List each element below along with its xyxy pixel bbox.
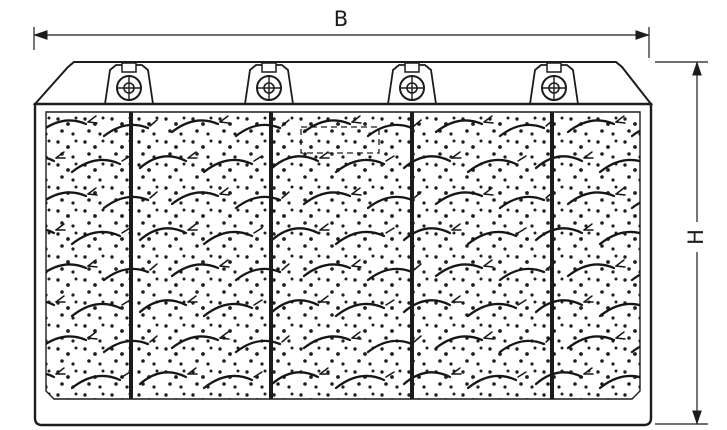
body-texture-panel	[45, 111, 641, 400]
cell-divider	[269, 112, 273, 399]
battery-body-outline	[33, 102, 653, 427]
height-dimension	[655, 61, 708, 425]
cell-divider	[129, 112, 133, 399]
terminal-bolt-1	[104, 62, 154, 105]
height-dimension-label: H	[684, 229, 708, 245]
cell-dividers	[129, 112, 554, 399]
terminal-bolt-4	[529, 62, 579, 105]
width-dimension	[33, 27, 650, 58]
cell-divider	[410, 112, 414, 399]
panel-outline	[45, 111, 641, 400]
cell-divider	[550, 112, 554, 399]
terminal-bolt-2	[244, 62, 294, 105]
dashed-detail-box	[300, 126, 380, 154]
width-dimension-label: B	[334, 7, 348, 31]
terminal-bolt-3	[387, 62, 437, 105]
